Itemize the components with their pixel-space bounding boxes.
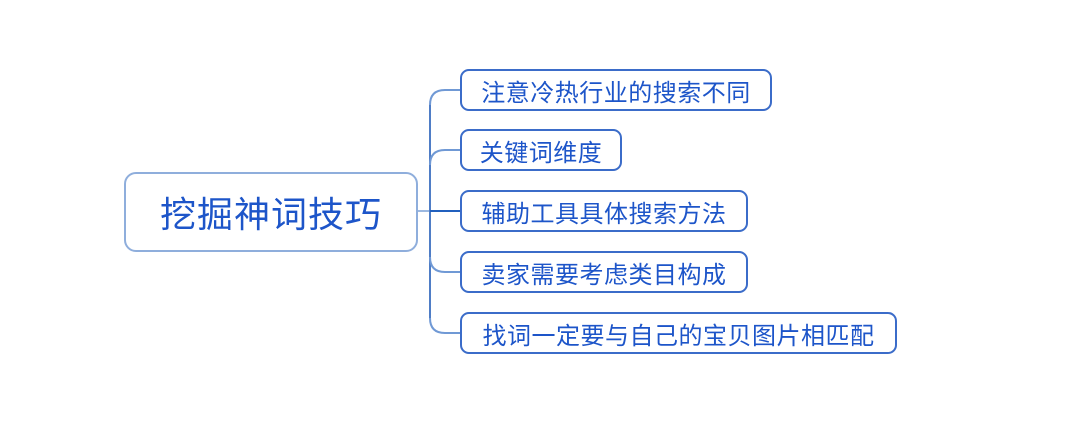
connector-branch-1 — [429, 89, 460, 106]
subtopic-node-3[interactable]: 辅助工具具体搜索方法 — [460, 190, 748, 232]
subtopic-node-4[interactable]: 卖家需要考虑类目构成 — [460, 251, 748, 293]
subtopic-label-3: 辅助工具具体搜索方法 — [481, 201, 727, 228]
subtopic-label-2: 关键词维度 — [479, 140, 603, 167]
root-topic-node[interactable]: 挖掘神词技巧 — [124, 172, 418, 252]
subtopic-node-2[interactable]: 关键词维度 — [460, 129, 622, 171]
connector-branch-5 — [429, 317, 460, 334]
subtopic-label-1: 注意冷热行业的搜索不同 — [481, 80, 751, 107]
subtopic-label-4: 卖家需要考虑类目构成 — [481, 262, 727, 289]
subtopic-node-1[interactable]: 注意冷热行业的搜索不同 — [460, 69, 772, 111]
connector-branch-4 — [429, 256, 460, 273]
connector-branch-2 — [429, 149, 460, 166]
subtopic-node-5[interactable]: 找词一定要与自己的宝贝图片相匹配 — [460, 312, 897, 354]
subtopic-label-5: 找词一定要与自己的宝贝图片相匹配 — [482, 323, 875, 350]
root-topic-label: 挖掘神词技巧 — [159, 195, 382, 235]
